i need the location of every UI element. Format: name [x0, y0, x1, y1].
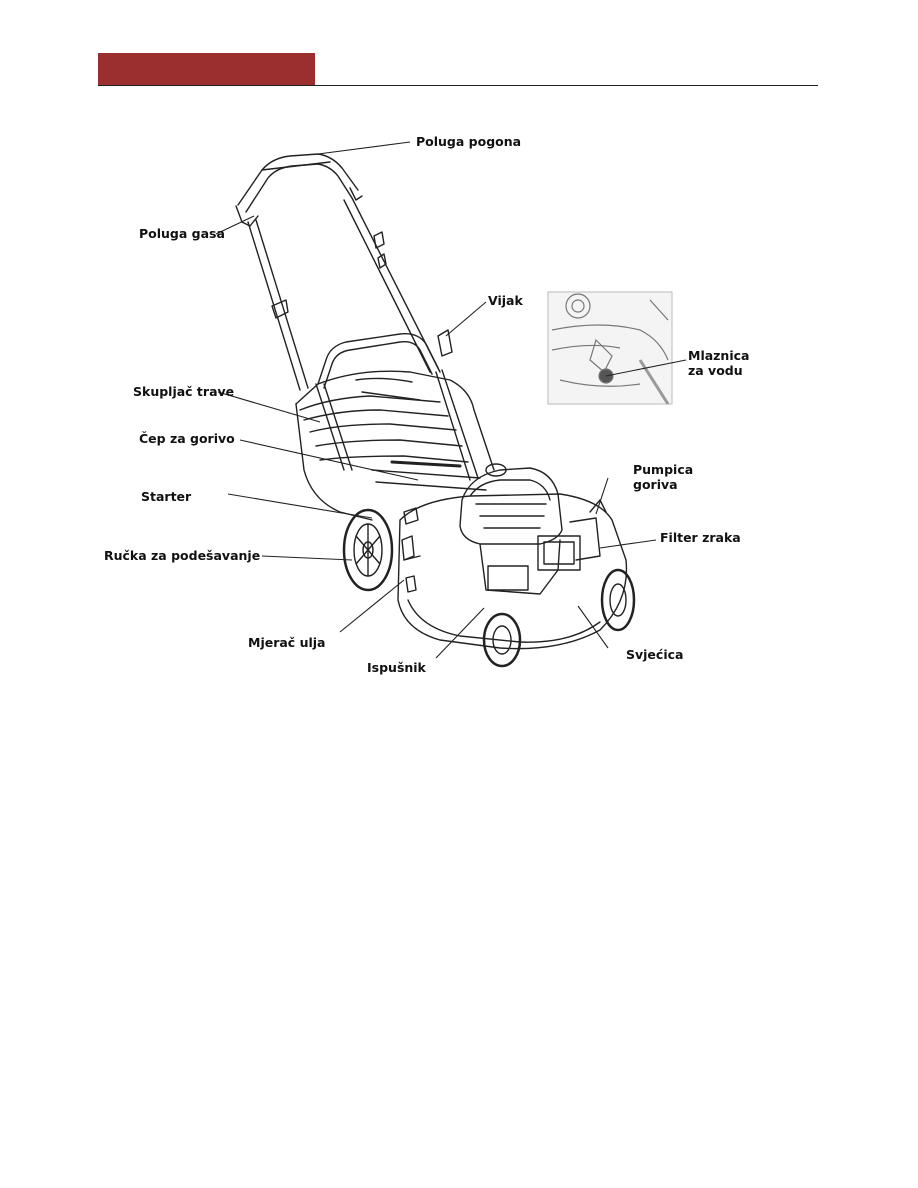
label-filter: Filter zraka: [660, 530, 741, 545]
label-svjecica: Svjećica: [626, 647, 684, 662]
label-starter: Starter: [141, 489, 192, 504]
header-rule: [98, 85, 818, 86]
label-rucka: Ručka za podešavanje: [104, 548, 261, 563]
label-poluga-gasa: Poluga gasa: [139, 226, 225, 241]
label-skupljac: Skupljač trave: [133, 384, 235, 399]
label-cep: Čep za gorivo: [139, 431, 235, 446]
inset-photo: [547, 291, 673, 405]
lawn-mower-diagram: [215, 141, 687, 668]
label-mjerac: Mjerač ulja: [248, 635, 326, 650]
label-mlaznica: Mlaznica za vodu: [688, 348, 750, 378]
label-pumpica: Pumpica goriva: [633, 462, 694, 492]
header-color-bar: [98, 53, 315, 86]
label-ispusnik: Ispušnik: [367, 660, 426, 675]
label-poluga-pogona: Poluga pogona: [416, 134, 522, 149]
label-vijak: Vijak: [488, 293, 523, 308]
